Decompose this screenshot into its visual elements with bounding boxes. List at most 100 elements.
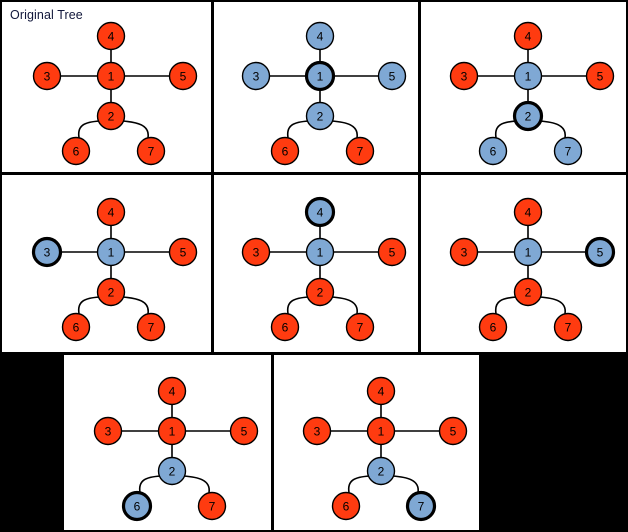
node-circle-4[interactable] (513, 21, 543, 51)
node-circle-7[interactable] (136, 312, 166, 342)
node-circle-3[interactable] (241, 237, 271, 267)
tree-node-4[interactable]: 4 (366, 376, 396, 406)
node-circle-6[interactable] (121, 490, 153, 522)
tree-node-5[interactable]: 5 (168, 237, 198, 267)
node-circle-5[interactable] (377, 61, 407, 91)
tree-node-6[interactable]: 6 (270, 136, 300, 166)
tree-node-1[interactable]: 1 (513, 61, 543, 91)
node-circle-6[interactable] (478, 312, 508, 342)
tree-node-5[interactable]: 5 (585, 61, 615, 91)
node-circle-4[interactable] (366, 376, 396, 406)
node-circle-7[interactable] (405, 490, 437, 522)
tree-node-1[interactable]: 1 (366, 416, 396, 446)
node-circle-4[interactable] (513, 197, 543, 227)
tree-node-7[interactable]: 7 (405, 490, 437, 522)
tree-node-2[interactable]: 2 (513, 277, 543, 307)
node-circle-7[interactable] (553, 136, 583, 166)
node-circle-3[interactable] (449, 61, 479, 91)
tree-node-2[interactable]: 2 (305, 277, 335, 307)
tree-node-1[interactable]: 1 (157, 416, 187, 446)
tree-node-7[interactable]: 7 (553, 312, 583, 342)
node-circle-7[interactable] (553, 312, 583, 342)
tree-node-5[interactable]: 5 (229, 416, 259, 446)
tree-node-2[interactable]: 2 (96, 277, 126, 307)
tree-node-1[interactable]: 1 (305, 237, 335, 267)
node-circle-1[interactable] (96, 237, 126, 267)
tree-node-1[interactable]: 1 (304, 60, 336, 92)
tree-node-6[interactable]: 6 (478, 312, 508, 342)
node-circle-6[interactable] (270, 312, 300, 342)
tree-node-6[interactable]: 6 (331, 491, 361, 521)
tree-node-2[interactable]: 2 (157, 456, 187, 486)
node-circle-1[interactable] (513, 61, 543, 91)
node-circle-2[interactable] (157, 456, 187, 486)
node-circle-6[interactable] (270, 136, 300, 166)
tree-node-3[interactable]: 3 (241, 237, 271, 267)
tree-node-2[interactable]: 2 (366, 456, 396, 486)
node-circle-5[interactable] (168, 61, 198, 91)
node-circle-7[interactable] (136, 136, 166, 166)
node-circle-5[interactable] (438, 416, 468, 446)
node-circle-2[interactable] (366, 456, 396, 486)
tree-node-7[interactable]: 7 (136, 312, 166, 342)
tree-node-4[interactable]: 4 (304, 196, 336, 228)
tree-node-1[interactable]: 1 (513, 237, 543, 267)
node-circle-2[interactable] (513, 277, 543, 307)
node-circle-7[interactable] (345, 136, 375, 166)
tree-node-4[interactable]: 4 (513, 197, 543, 227)
tree-node-7[interactable]: 7 (345, 136, 375, 166)
node-circle-3[interactable] (31, 236, 63, 268)
tree-node-3[interactable]: 3 (93, 416, 123, 446)
tree-node-3[interactable]: 3 (241, 61, 271, 91)
node-circle-2[interactable] (96, 277, 126, 307)
tree-node-5[interactable]: 5 (584, 236, 616, 268)
tree-node-4[interactable]: 4 (157, 376, 187, 406)
node-circle-6[interactable] (331, 491, 361, 521)
node-circle-4[interactable] (157, 376, 187, 406)
node-circle-3[interactable] (32, 61, 62, 91)
tree-node-4[interactable]: 4 (96, 21, 126, 51)
node-circle-3[interactable] (449, 237, 479, 267)
node-circle-4[interactable] (304, 196, 336, 228)
node-circle-5[interactable] (377, 237, 407, 267)
node-circle-6[interactable] (61, 312, 91, 342)
node-circle-4[interactable] (96, 197, 126, 227)
node-circle-5[interactable] (229, 416, 259, 446)
node-circle-2[interactable] (96, 101, 126, 131)
node-circle-5[interactable] (168, 237, 198, 267)
tree-node-4[interactable]: 4 (96, 197, 126, 227)
node-circle-1[interactable] (513, 237, 543, 267)
tree-node-6[interactable]: 6 (121, 490, 153, 522)
node-circle-2[interactable] (512, 100, 544, 132)
tree-node-3[interactable]: 3 (449, 61, 479, 91)
tree-node-6[interactable]: 6 (61, 312, 91, 342)
node-circle-2[interactable] (305, 277, 335, 307)
node-circle-5[interactable] (585, 61, 615, 91)
node-circle-3[interactable] (241, 61, 271, 91)
tree-node-1[interactable]: 1 (96, 237, 126, 267)
node-circle-6[interactable] (478, 136, 508, 166)
tree-node-5[interactable]: 5 (168, 61, 198, 91)
tree-node-3[interactable]: 3 (31, 236, 63, 268)
node-circle-1[interactable] (96, 61, 126, 91)
node-circle-6[interactable] (61, 136, 91, 166)
node-circle-3[interactable] (302, 416, 332, 446)
node-circle-1[interactable] (366, 416, 396, 446)
node-circle-2[interactable] (305, 101, 335, 131)
tree-node-6[interactable]: 6 (61, 136, 91, 166)
tree-node-6[interactable]: 6 (270, 312, 300, 342)
tree-node-7[interactable]: 7 (553, 136, 583, 166)
node-circle-3[interactable] (93, 416, 123, 446)
node-circle-1[interactable] (304, 60, 336, 92)
node-circle-5[interactable] (584, 236, 616, 268)
node-circle-1[interactable] (305, 237, 335, 267)
tree-node-2[interactable]: 2 (305, 101, 335, 131)
tree-node-2[interactable]: 2 (512, 100, 544, 132)
tree-node-2[interactable]: 2 (96, 101, 126, 131)
tree-node-5[interactable]: 5 (377, 61, 407, 91)
tree-node-5[interactable]: 5 (377, 237, 407, 267)
node-circle-7[interactable] (197, 491, 227, 521)
node-circle-4[interactable] (96, 21, 126, 51)
tree-node-6[interactable]: 6 (478, 136, 508, 166)
tree-node-7[interactable]: 7 (136, 136, 166, 166)
